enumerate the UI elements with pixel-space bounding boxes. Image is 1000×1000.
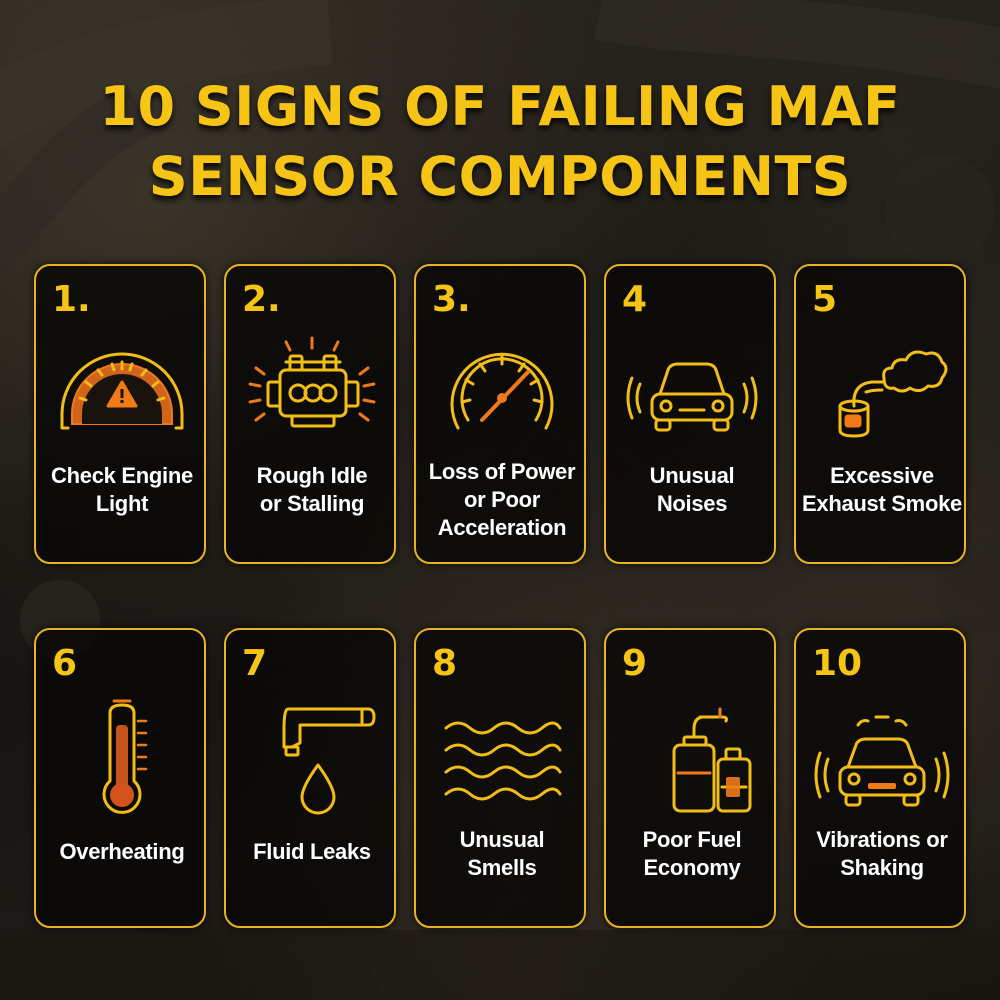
card-number: 1. — [52, 279, 91, 320]
card-label-line-2: Smells — [467, 855, 537, 880]
card-number: 8 — [432, 643, 458, 684]
title-line-1: 10 SIGNS OF FAILING MAF — [99, 75, 901, 138]
sign-card-1: 1. Check Engine Light — [34, 264, 206, 564]
sign-card-5: 5 Excessive Exhaust Smoke — [794, 264, 966, 564]
card-label-line-1: Excessive — [830, 463, 934, 488]
card-label: Rough Idle or Stalling — [230, 462, 394, 518]
sign-card-6: 6 Overheating — [34, 628, 206, 928]
fluid-drip-icon — [282, 707, 376, 815]
card-number: 4 — [622, 279, 648, 320]
card-label: Overheating — [40, 838, 204, 866]
card-label-line-1: Unusual — [459, 827, 545, 852]
card-label: Poor Fuel Economy — [610, 826, 774, 882]
card-label-line-1: Overheating — [59, 839, 185, 864]
smell-waves-icon — [444, 721, 562, 801]
sign-card-10: 10 Vibrations or Shaking — [794, 628, 966, 928]
car-vibration-icon — [814, 715, 950, 807]
sign-card-2: 2. Rough Idle or Stalling — [224, 264, 396, 564]
card-label: Unusual Smells — [420, 826, 584, 882]
card-label-line-2: Noises — [656, 491, 728, 516]
thermometer-icon — [102, 699, 148, 814]
engine-icon — [248, 336, 376, 428]
card-label-line-2: or Stalling — [259, 491, 365, 516]
card-number: 7 — [242, 643, 268, 684]
card-label: Excessive Exhaust Smoke — [800, 462, 964, 518]
card-label: Loss of Power or Poor Acceleration — [420, 458, 584, 542]
card-label-line-1: Fluid Leaks — [253, 839, 371, 864]
fuel-bottle-icon — [672, 707, 752, 813]
card-label: Fluid Leaks — [230, 838, 394, 866]
card-label-line-1: Poor Fuel — [642, 827, 742, 852]
title-line-2: SENSOR COMPONENTS — [148, 145, 852, 208]
card-number: 6 — [52, 643, 78, 684]
card-label: Check Engine Light — [40, 462, 204, 518]
car-noise-icon — [626, 362, 758, 432]
card-label-line-2: or Poor — [463, 487, 541, 512]
card-number: 2. — [242, 279, 281, 320]
speedometer-icon — [450, 352, 554, 430]
dashboard-warning-icon — [60, 352, 184, 430]
card-label: Vibrations or Shaking — [800, 826, 964, 882]
card-label-line-1: Unusual — [649, 463, 735, 488]
sign-card-3: 3. Loss of Power or Poor Acceleration — [414, 264, 586, 564]
card-number: 5 — [812, 279, 838, 320]
exhaust-smoke-icon — [838, 350, 948, 438]
card-label-line-2: Shaking — [840, 855, 924, 880]
card-number: 10 — [812, 643, 863, 684]
card-label-line-2: Light — [95, 491, 149, 516]
card-number: 3. — [432, 279, 471, 320]
sign-card-8: 8 Unusual Smells — [414, 628, 586, 928]
page-title: 10 SIGNS OF FAILING MAF SENSOR COMPONENT… — [0, 72, 1000, 212]
card-label-line-2: Economy — [643, 855, 741, 880]
card-label-line-1: Rough Idle — [256, 463, 368, 488]
sign-card-4: 4 Unusual Noises — [604, 264, 776, 564]
sign-card-7: 7 Fluid Leaks — [224, 628, 396, 928]
card-label: Unusual Noises — [610, 462, 774, 518]
sign-card-9: 9 Poor Fuel Economy — [604, 628, 776, 928]
card-label-line-1: Check Engine — [51, 463, 193, 488]
card-label-line-1: Loss of Power — [428, 459, 576, 484]
card-number: 9 — [622, 643, 648, 684]
card-label-line-1: Vibrations or — [816, 827, 948, 852]
card-label-line-2: Exhaust Smoke — [802, 491, 962, 516]
card-label-line-3: Acceleration — [437, 515, 567, 540]
